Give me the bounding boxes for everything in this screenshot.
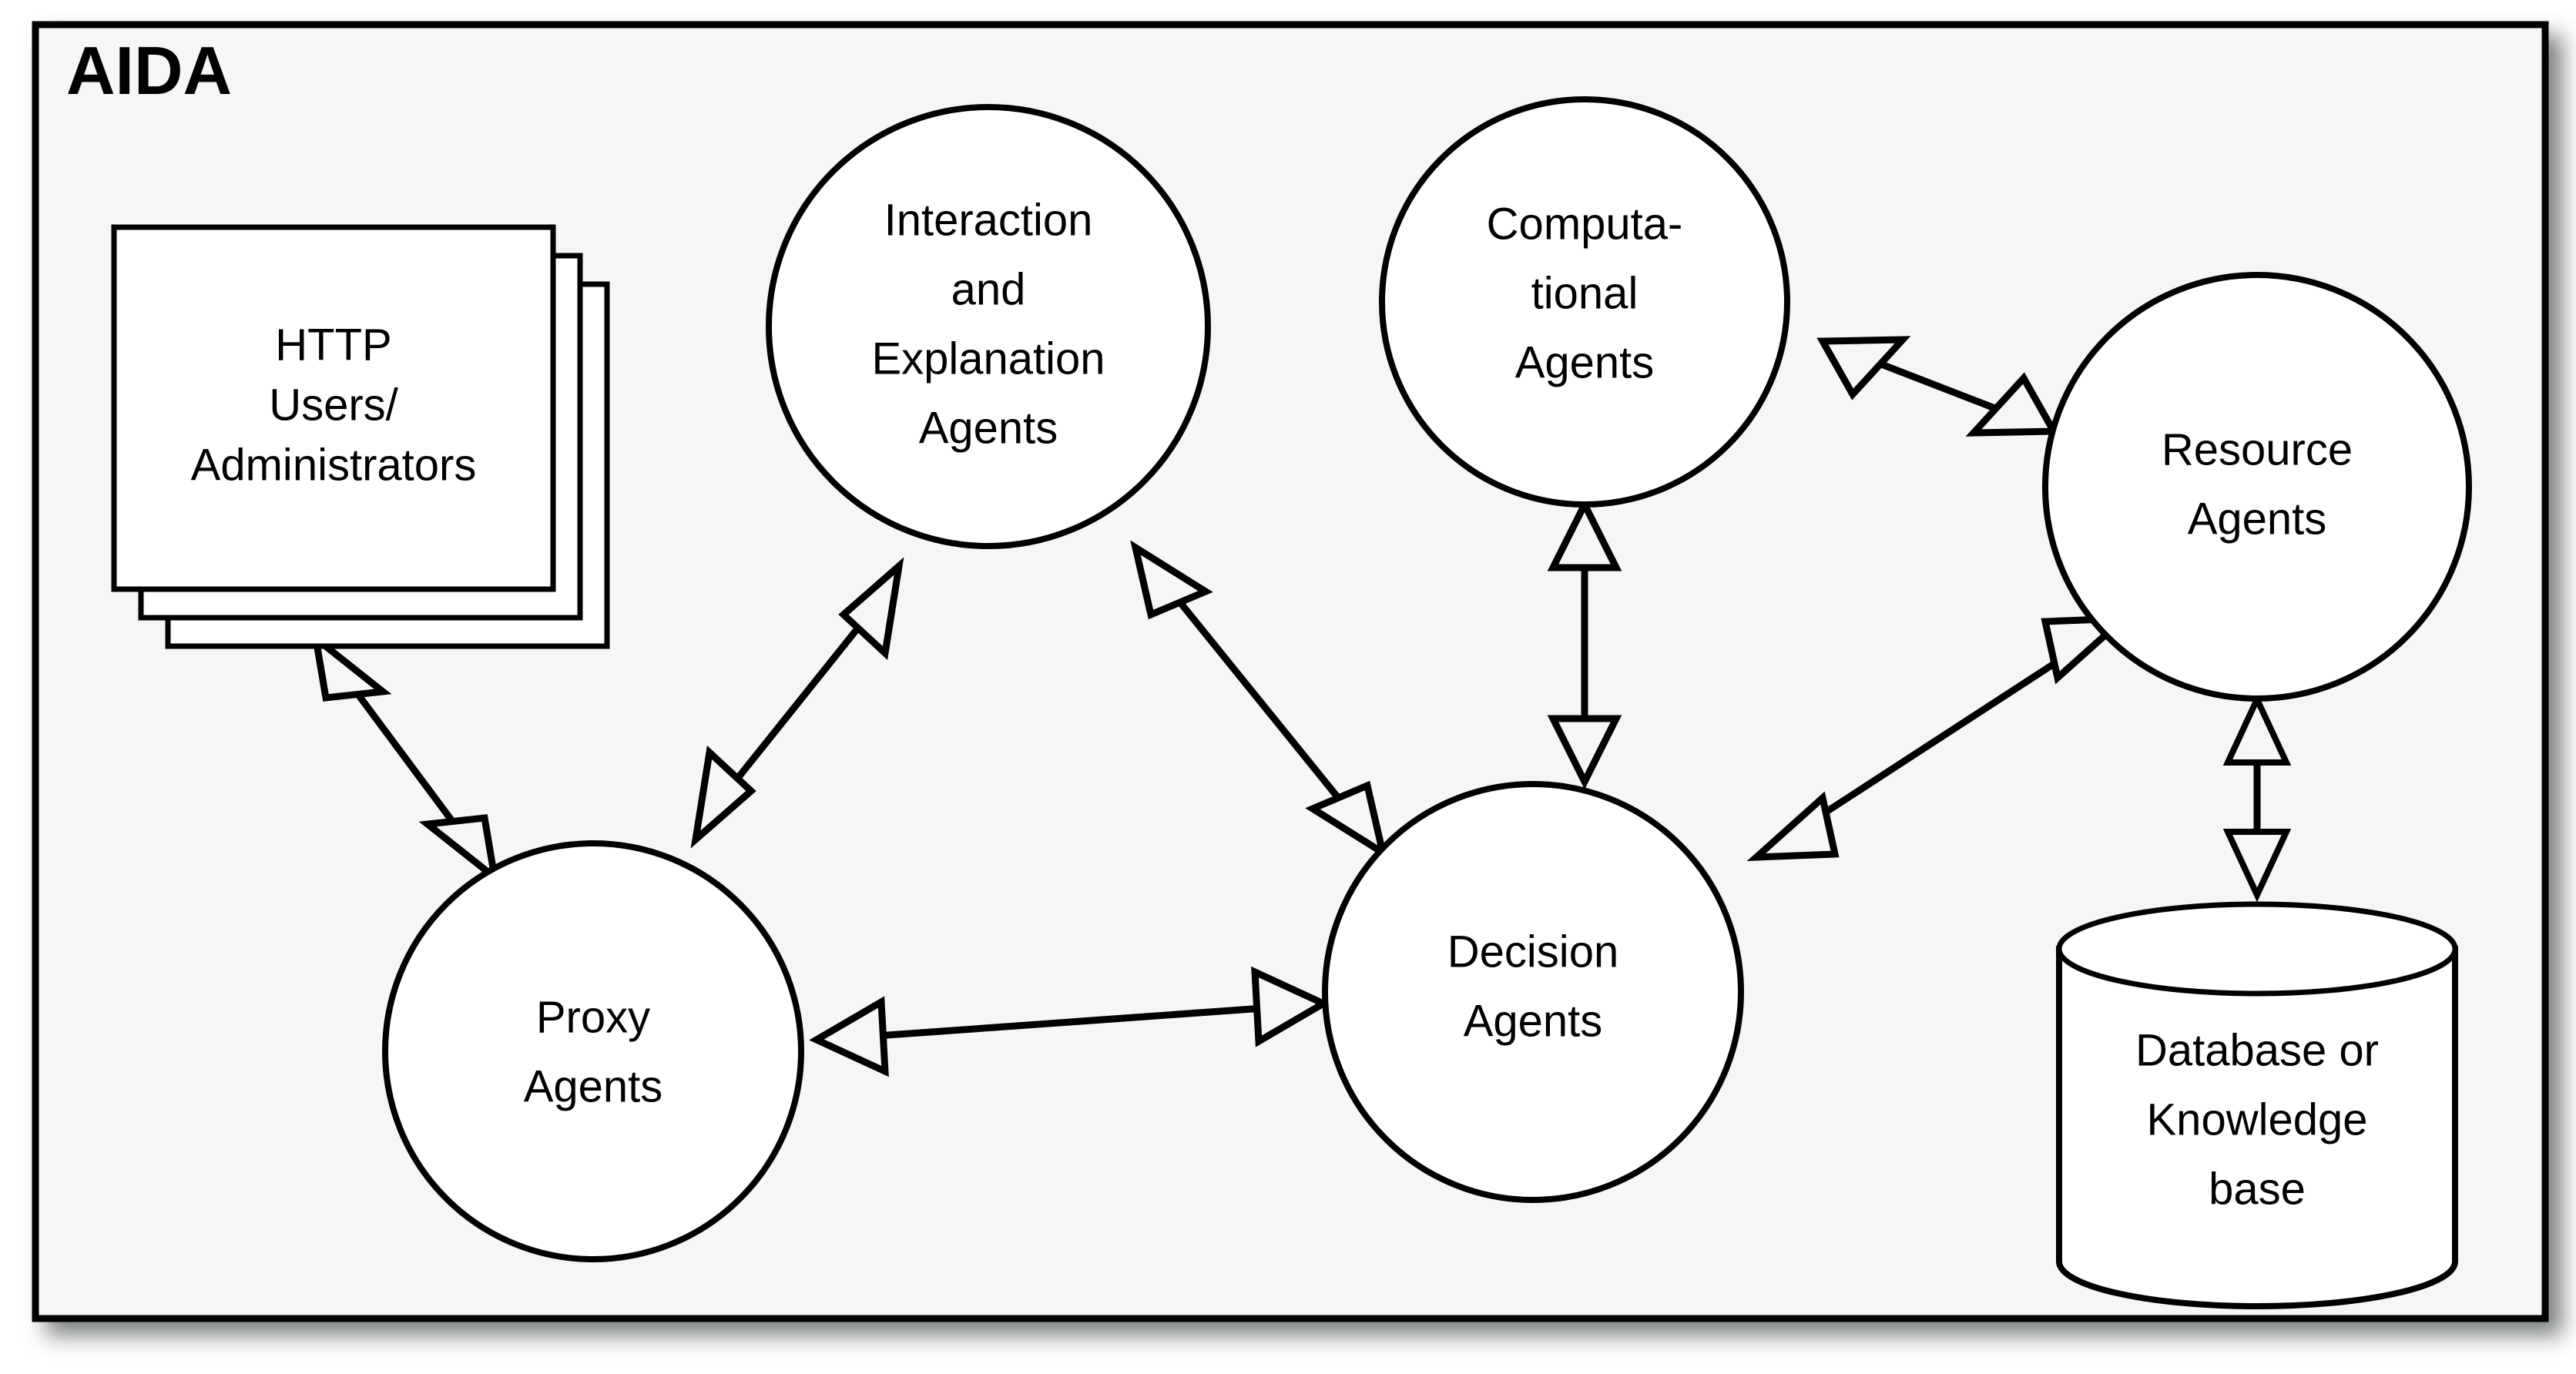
- node-decision-agents[interactable]: Decision Agents: [1322, 781, 1744, 1203]
- arrow-head-open: [838, 557, 904, 661]
- node-label-line: Users/: [269, 380, 398, 430]
- arrow-head-open: [809, 996, 889, 1077]
- arrow-head-open: [1130, 540, 1213, 620]
- edge-proxy-agents-decision-agents: [809, 966, 1331, 1077]
- node-proxy-agents[interactable]: Proxy Agents: [382, 840, 804, 1262]
- node-label-line: HTTP: [275, 320, 391, 370]
- node-computational-agents[interactable]: Computa- tional Agents: [1379, 96, 1790, 508]
- cylinder-body: [2056, 946, 2458, 1309]
- arrow-head-open: [1305, 780, 1388, 860]
- edge-computational-agents-decision-agents: [1547, 496, 1622, 790]
- node-database[interactable]: Database or Knowledge base: [2056, 901, 2458, 1309]
- node-label-line: base: [2209, 1164, 2306, 1214]
- node-interaction-agents[interactable]: Interaction and Explanation Agents: [766, 104, 1211, 549]
- cylinder-top: [2056, 901, 2458, 997]
- arrow-head-open: [418, 814, 500, 886]
- arrow-head-open: [2222, 692, 2292, 766]
- arrow-head-open: [1816, 336, 1911, 400]
- node-label-line: Resource: [2162, 424, 2353, 474]
- node-circle: [2042, 272, 2472, 702]
- arrow-head-open: [310, 630, 392, 702]
- page-title: AIDA: [66, 32, 232, 109]
- node-label-line: Agents: [919, 403, 1058, 453]
- edge-computational-agents-resource-agents: [1816, 336, 2060, 437]
- edge-line: [719, 606, 877, 799]
- node-http-users[interactable]: HTTP Users/ Administrators: [111, 224, 610, 649]
- arrow-head-open: [1547, 715, 1622, 790]
- node-label-line: Database or: [2135, 1025, 2379, 1075]
- arrow-head-open: [1547, 496, 1622, 571]
- edge-line: [1163, 583, 1355, 817]
- node-circle: [1379, 96, 1790, 508]
- stacked-sheet-front: [111, 224, 556, 592]
- node-circle: [766, 104, 1211, 549]
- node-label-line: Interaction: [884, 195, 1093, 245]
- arrow-head-open: [2222, 829, 2292, 903]
- edge-interaction-agents-decision-agents: [1130, 540, 1388, 860]
- node-label-line: Decision: [1447, 927, 1618, 977]
- node-circle: [382, 840, 804, 1262]
- node-label-line: Agents: [1515, 337, 1655, 387]
- node-label-line: tional: [1531, 268, 1639, 318]
- edge-resource-agents-database: [2222, 692, 2292, 903]
- arrow-head-open: [1251, 966, 1331, 1047]
- node-label-line: and: [951, 264, 1026, 314]
- edge-line: [342, 675, 468, 841]
- edge-line: [876, 1004, 1264, 1040]
- edge-line: [1872, 357, 2004, 415]
- node-label-line: Proxy: [536, 992, 650, 1042]
- node-label-line: Explanation: [871, 333, 1105, 384]
- arrow-head-open: [690, 745, 756, 849]
- node-label-line: Agents: [2188, 494, 2327, 544]
- arrow-head-open: [1965, 372, 2060, 437]
- edge-interaction-agents-proxy-agents: [690, 557, 904, 849]
- edge-http-users-proxy-agents: [310, 630, 500, 886]
- node-label-line: Knowledge: [2147, 1094, 2368, 1144]
- arrow-head-open: [1746, 791, 1840, 861]
- edge-line: [1798, 644, 2082, 832]
- node-label-line: Administrators: [191, 440, 477, 490]
- node-resource-agents[interactable]: Resource Agents: [2042, 272, 2472, 702]
- node-label-line: Computa-: [1487, 199, 1683, 249]
- node-circle: [1322, 781, 1744, 1203]
- node-label-line: Agents: [524, 1061, 663, 1111]
- node-label-line: Agents: [1464, 996, 1603, 1046]
